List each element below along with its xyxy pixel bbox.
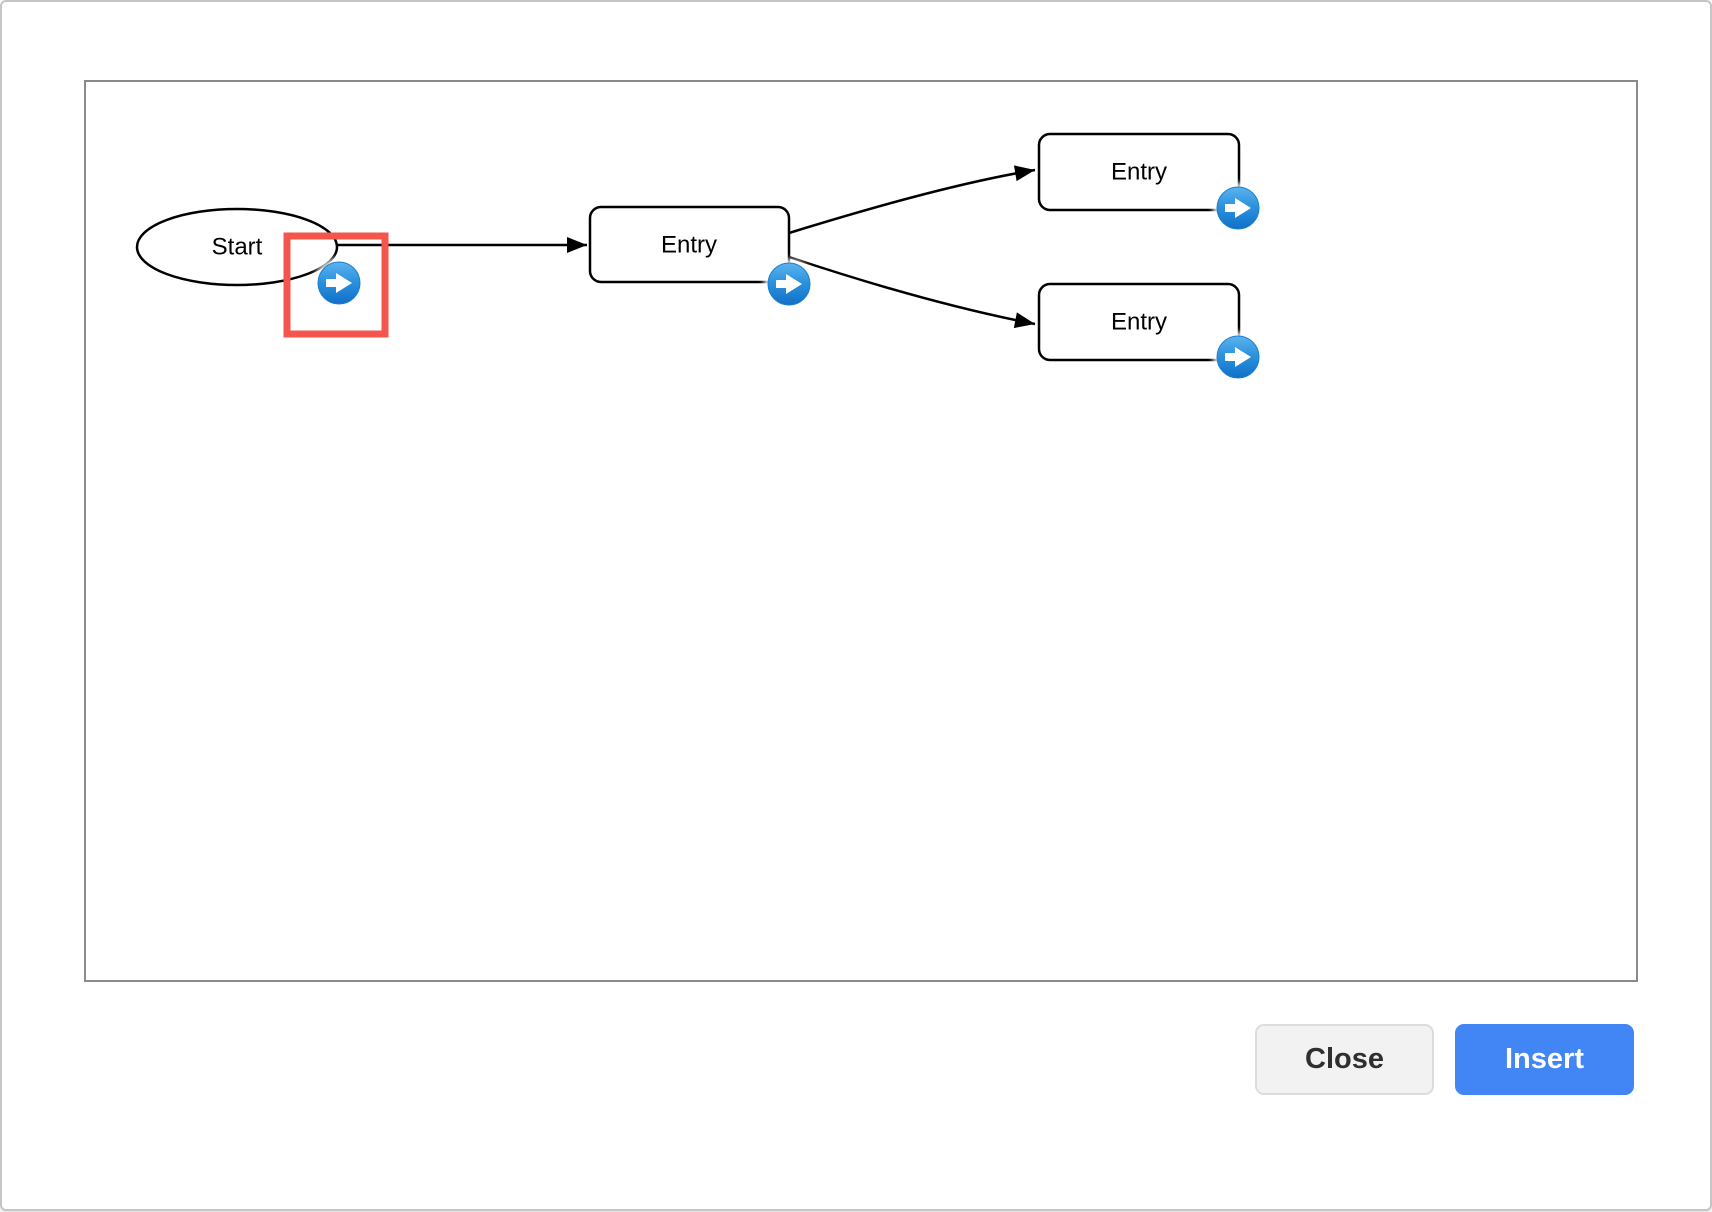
node-entry-main-label: Entry <box>661 232 717 259</box>
node-start-label: Start <box>212 234 263 261</box>
entry-top-nav-arrow-button[interactable] <box>1213 183 1263 233</box>
arrow-right-icon <box>776 274 802 294</box>
diagram-preview-canvas <box>84 80 1638 982</box>
node-start[interactable]: Start <box>135 207 339 287</box>
node-entry-main[interactable]: Entry <box>588 205 791 284</box>
node-entry-top[interactable]: Entry <box>1037 132 1241 212</box>
node-entry-bottom[interactable]: Entry <box>1037 282 1241 362</box>
start-nav-arrow-button[interactable] <box>314 258 364 308</box>
node-entry-bottom-label: Entry <box>1111 309 1167 336</box>
node-entry-top-label: Entry <box>1111 159 1167 186</box>
insert-button[interactable]: Insert <box>1455 1024 1634 1095</box>
arrow-right-icon <box>1225 198 1251 218</box>
entry-main-nav-arrow-button[interactable] <box>764 259 814 309</box>
arrow-right-icon <box>1225 347 1251 367</box>
entry-bottom-nav-arrow-button[interactable] <box>1213 332 1263 382</box>
close-button[interactable]: Close <box>1255 1024 1434 1095</box>
